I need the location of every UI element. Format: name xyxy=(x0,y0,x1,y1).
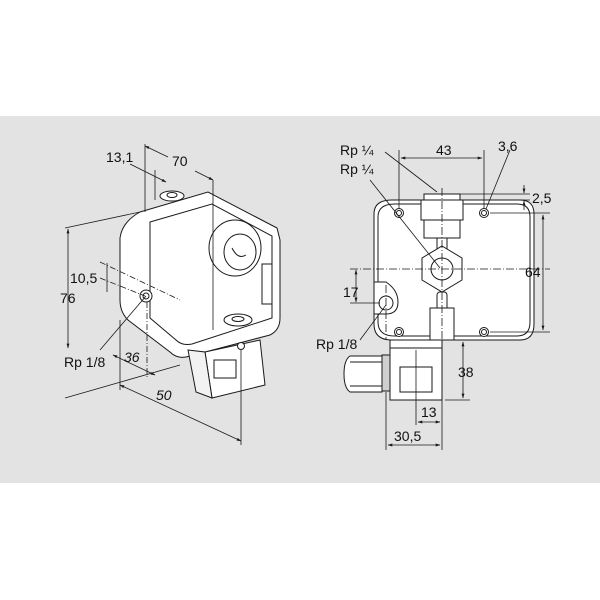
dim-13: 13 xyxy=(421,404,437,420)
dim-64: 64 xyxy=(525,264,541,280)
dim-2-5: 2,5 xyxy=(532,190,552,206)
dim-13-1: 13,1 xyxy=(106,149,134,165)
port-rp-1-4-a: Rp ¼ xyxy=(340,142,374,158)
port-rp-1-8-right: Rp 1/8 xyxy=(316,336,358,352)
isometric-dimension-lines xyxy=(64,144,242,445)
dim-43: 43 xyxy=(436,142,452,158)
dim-38: 38 xyxy=(458,364,474,380)
front-view-device xyxy=(343,193,535,401)
dim-30-5: 30,5 xyxy=(394,428,422,444)
dim-17: 17 xyxy=(343,284,359,300)
dim-36: 36 xyxy=(124,349,140,365)
port-rp-1-8-left: Rp 1/8 xyxy=(64,354,106,370)
dim-76: 76 xyxy=(60,290,76,306)
isometric-device xyxy=(119,190,281,399)
dim-50: 50 xyxy=(156,387,172,403)
dim-10-5: 10,5 xyxy=(70,270,98,286)
front-view-dimension-lines xyxy=(350,149,550,450)
port-rp-1-4-b: Rp ¼ xyxy=(340,161,374,177)
dim-70: 70 xyxy=(172,153,188,169)
dim-3-6: 3,6 xyxy=(498,138,518,154)
